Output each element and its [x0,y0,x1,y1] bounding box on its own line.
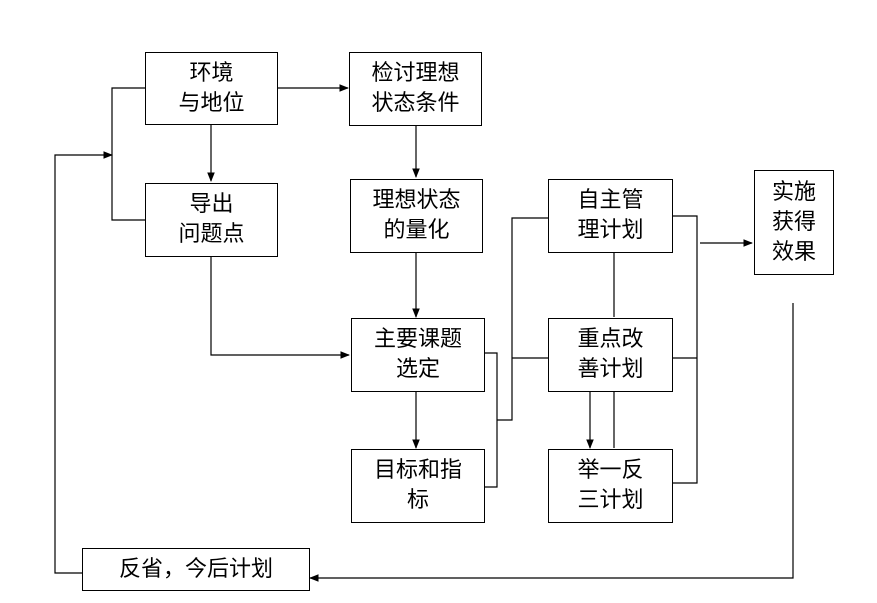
arrow-implement-to-reflect [309,303,794,582]
node-key-improvement-plan: 重点改 善计划 [548,318,673,392]
bracket-plans-right [673,215,698,484]
arrow-derive-to-topic [210,257,350,359]
node-main-topic-selection: 主要课题 选定 [351,318,485,392]
connector-to-plans [497,217,548,421]
node-implement-results: 实施 获得 效果 [754,170,834,275]
node-environment-position: 环境 与地位 [145,52,278,125]
node-self-management-plan: 自主管 理计划 [548,179,673,253]
loop-bracket-left [111,87,145,221]
bracket-topic-targets [485,352,498,488]
arrow-reflect-feedback [54,151,113,574]
node-review-ideal-conditions: 检讨理想 状态条件 [349,52,482,126]
node-derive-problems: 导出 问题点 [145,183,278,257]
node-replicate-plan: 举一反 三计划 [548,449,673,523]
node-quantify-ideal-state: 理想状态 的量化 [350,179,483,253]
node-reflect-future-plan: 反省，今后计划 [82,548,310,591]
node-targets-indicators: 目标和指 标 [351,449,485,523]
